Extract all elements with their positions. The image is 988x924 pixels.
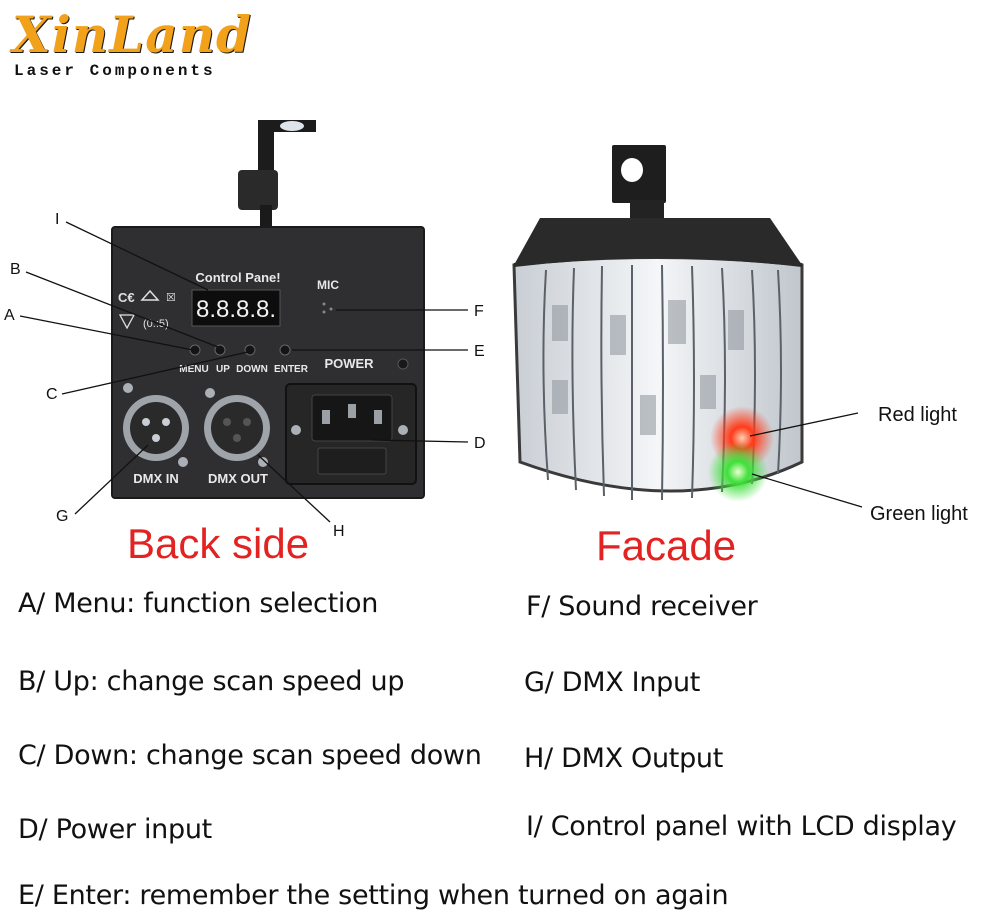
callout-label-c: C	[46, 386, 58, 403]
enter-button[interactable]	[279, 344, 291, 356]
legend-item-b: B/ Up: change scan speed up	[18, 666, 405, 697]
facade-callout-lines	[749, 412, 863, 508]
fuse-holder	[317, 447, 387, 475]
brand-logo-tagline: Laser Components	[14, 62, 216, 80]
callout-lines	[19, 221, 469, 523]
callout-label-i: I	[55, 211, 59, 228]
dmx-out-label: DMX OUT	[208, 471, 268, 486]
power-led	[397, 358, 409, 370]
lcd-display-value: 8.8.8.8.	[196, 296, 276, 323]
callout-label-g: G	[56, 508, 68, 525]
lcd-display	[191, 289, 281, 327]
dmx-in-label: DMX IN	[133, 471, 179, 486]
bracket-hole	[280, 121, 304, 131]
legend-item-f: F/ Sound receiver	[526, 591, 758, 622]
legend-item-d: D/ Power input	[18, 814, 212, 845]
enter-button-label: ENTER	[274, 364, 309, 375]
product-illustration: Control Pane! C€ ☒ (0.:5) 8.8.8.8. MIC M…	[4, 120, 968, 540]
down-button[interactable]	[244, 344, 256, 356]
legend-item-i: I/ Control panel with LCD display	[526, 811, 957, 842]
mic-label: MIC	[317, 278, 339, 292]
brand-logo-name: XinLand	[12, 5, 253, 64]
green-light	[708, 442, 768, 502]
menu-button-label: MENU	[179, 364, 208, 375]
back-side-title: Back side	[127, 520, 310, 567]
front-housing-top	[514, 218, 802, 265]
legend-item-h: H/ DMX Output	[524, 743, 724, 774]
power-label: POWER	[324, 356, 374, 371]
facade-title: Facade	[596, 522, 737, 569]
mic-hole-icon	[322, 302, 326, 306]
up-button-label: UP	[216, 364, 230, 375]
front-device	[512, 145, 804, 502]
callout-label-h: H	[333, 523, 345, 540]
callout-label-b: B	[10, 261, 21, 278]
back-device: Control Pane! C€ ☒ (0.:5) 8.8.8.8. MIC M…	[111, 120, 425, 499]
front-bracket-hole	[621, 158, 643, 182]
f-mark-icon	[118, 314, 136, 330]
weee-bin-icon: ☒	[166, 292, 176, 304]
legend-item-c: C/ Down: change scan speed down	[18, 740, 482, 771]
legend-item-a: A/ Menu: function selection	[18, 588, 379, 619]
callout-label-e: E	[474, 343, 485, 360]
ce-mark-icon: C€	[118, 290, 135, 305]
fuse-symbol-icon: (0.:5)	[143, 318, 169, 330]
down-button-label: DOWN	[236, 364, 268, 375]
callout-label-f: F	[474, 303, 484, 320]
legend-item-e: E/ Enter: remember the setting when turn…	[18, 880, 729, 911]
bracket-knob	[238, 170, 278, 210]
legend-item-g: G/ DMX Input	[524, 667, 701, 698]
red-light-label: Red light	[878, 404, 957, 426]
screw-icon	[291, 425, 301, 435]
control-panel-title: Control Pane!	[195, 270, 280, 285]
house-symbol-icon	[140, 289, 160, 301]
callout-label-a: A	[4, 307, 15, 324]
callout-label-d: D	[474, 435, 486, 452]
green-light-label: Green light	[870, 503, 968, 525]
